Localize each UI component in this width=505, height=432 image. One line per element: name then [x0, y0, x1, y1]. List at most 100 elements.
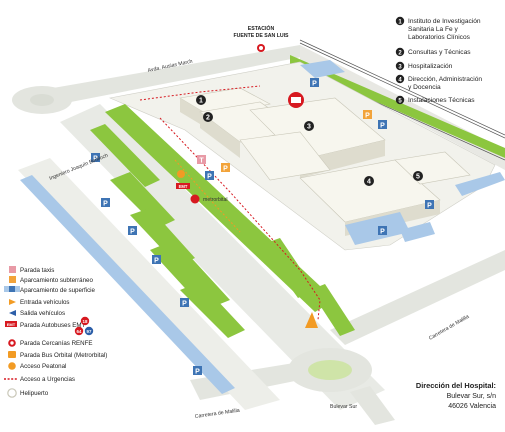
building-markers: 1 2 3 4 5	[196, 95, 423, 186]
road-label-malilla-bottom: Carretera de Malilla	[194, 408, 240, 420]
parking-marker-label: P	[207, 174, 212, 181]
road-label-malilla-right: Carretera de Malilla	[428, 314, 470, 342]
green-block-6	[260, 238, 315, 298]
bus-line-number: 64	[77, 329, 82, 334]
roundabout-left-island	[30, 94, 54, 106]
pedestrian-access-icon	[8, 362, 16, 370]
legend-label: Aparcamiento subterráneo	[20, 277, 93, 284]
legend-label: Acceso Peatonal	[20, 363, 66, 370]
roundabout-island	[308, 360, 352, 380]
buildings	[179, 87, 471, 236]
underground-parking-icon	[9, 276, 16, 283]
parking-marker	[152, 255, 161, 264]
pedestrian-route	[174, 159, 241, 233]
legend-building-marker	[395, 95, 405, 105]
parking-marker	[193, 366, 202, 375]
parking-marker-label: P	[154, 258, 159, 265]
parking-marker-label: P	[195, 369, 200, 376]
parking-markers: P P P P P P P P P P P P P	[91, 78, 434, 376]
legend-building-marker	[395, 47, 405, 57]
legend-building-num: 4	[398, 77, 402, 83]
emt-bus-stop-icon	[176, 183, 190, 189]
metrobital-map-label: metrorbital	[203, 197, 228, 203]
legend-building-text: Hospitalización	[408, 63, 453, 70]
legend-building-num: 1	[398, 19, 402, 25]
emt-marker-label: EMT	[179, 184, 188, 189]
road-bulevar-sur	[350, 386, 395, 425]
legend-label: Parada Bus Orbital (Metrorbital)	[20, 352, 107, 359]
parking-marker-label: P	[103, 201, 108, 208]
legend-label: Salida vehículos	[20, 310, 65, 317]
ambulance-icon	[291, 97, 301, 103]
underground-parking-marker	[363, 110, 372, 119]
bus-line-number: 18	[83, 319, 88, 324]
vehicle-entrance-arrow	[305, 312, 318, 328]
parking-marker	[205, 171, 214, 180]
building-marker-label: 1	[199, 98, 203, 105]
legend-building-marker	[395, 74, 405, 84]
taxi-stop-icon	[9, 266, 16, 273]
parking-marker	[425, 200, 434, 209]
railway-green-strip	[290, 55, 505, 158]
green-block-4	[150, 240, 230, 310]
vehicle-entrance-icon	[9, 299, 16, 305]
building-3b	[239, 131, 331, 181]
road-malilla-right	[330, 250, 505, 345]
station-label-line2: FUENTE DE SAN LUIS	[233, 33, 289, 39]
hospital-address: Dirección del Hospital: Bulevar Sur, s/n…	[416, 381, 496, 410]
road-ausias-march	[30, 45, 312, 108]
address-title: Dirección del Hospital:	[416, 381, 496, 390]
surface-parking-bottom	[345, 212, 410, 245]
station-label-line1: ESTACIÓN	[248, 24, 275, 32]
legend-label: Parada Cercanías RENFE	[20, 340, 93, 347]
parking-marker-label: P	[380, 229, 385, 236]
building-legend: 1 Instituto de Investigación Sanitaria L…	[395, 16, 482, 105]
surface-parking-right	[455, 172, 505, 196]
legend-label: Parada Autobuses EMT	[20, 322, 86, 329]
green-block-5	[180, 282, 245, 338]
parking-marker-label: P	[380, 123, 385, 130]
address-line2: 46026 Valencia	[448, 403, 496, 410]
legend-building-num: 2	[398, 50, 402, 56]
bus-line-badge	[84, 326, 94, 336]
legend-label: Entrada vehículos	[20, 299, 70, 306]
legend-building-text: Instalaciones Técnicas	[408, 97, 475, 104]
green-block-7	[310, 284, 355, 336]
parking-marker	[310, 78, 319, 87]
bus-line-badge	[80, 316, 90, 326]
legend-label: Aparcamiento de superficie	[20, 287, 96, 294]
parking-icon	[9, 286, 15, 292]
emergency-route	[159, 117, 321, 321]
pedestrian-access-icon	[177, 170, 185, 178]
parking-marker-label: P	[312, 81, 317, 88]
legend-building-marker	[395, 16, 405, 26]
parking-marker-label: P	[130, 229, 135, 236]
emt-legend-label: EMT	[7, 322, 16, 327]
heliport-icon	[7, 388, 17, 398]
parking-marker	[91, 153, 100, 162]
legend-label: Acceso a Urgencias	[20, 376, 75, 383]
underground-parking-marker	[221, 163, 230, 172]
legend-building-text: Consultas y Técnicas	[408, 49, 471, 56]
parking-marker	[378, 120, 387, 129]
legend-building-num: 3	[398, 64, 402, 70]
legend-label: Helipuerto	[20, 390, 49, 397]
parking-marker	[101, 198, 110, 207]
vehicle-exit-icon	[9, 310, 16, 316]
building-marker-label: 5	[416, 174, 420, 181]
green-block-2	[110, 172, 175, 228]
address-line1: Bulevar Sur, s/n	[447, 393, 497, 400]
parking-marker-label: P	[427, 203, 432, 210]
building-marker-label: 3	[307, 124, 311, 131]
surface-parking-top	[300, 60, 345, 78]
building-marker-3	[304, 121, 314, 131]
taxi-marker-label: T	[199, 158, 204, 165]
parking-marker	[128, 226, 137, 235]
legend-building-text: Sanitaria La Fe y	[408, 26, 459, 33]
road-label-bulevar-sur: Bulevar Sur	[330, 404, 357, 410]
legend-building-text: y Docencia	[408, 84, 441, 91]
metrobital-stop-icon	[8, 351, 16, 358]
parking-marker-label: P	[182, 301, 187, 308]
